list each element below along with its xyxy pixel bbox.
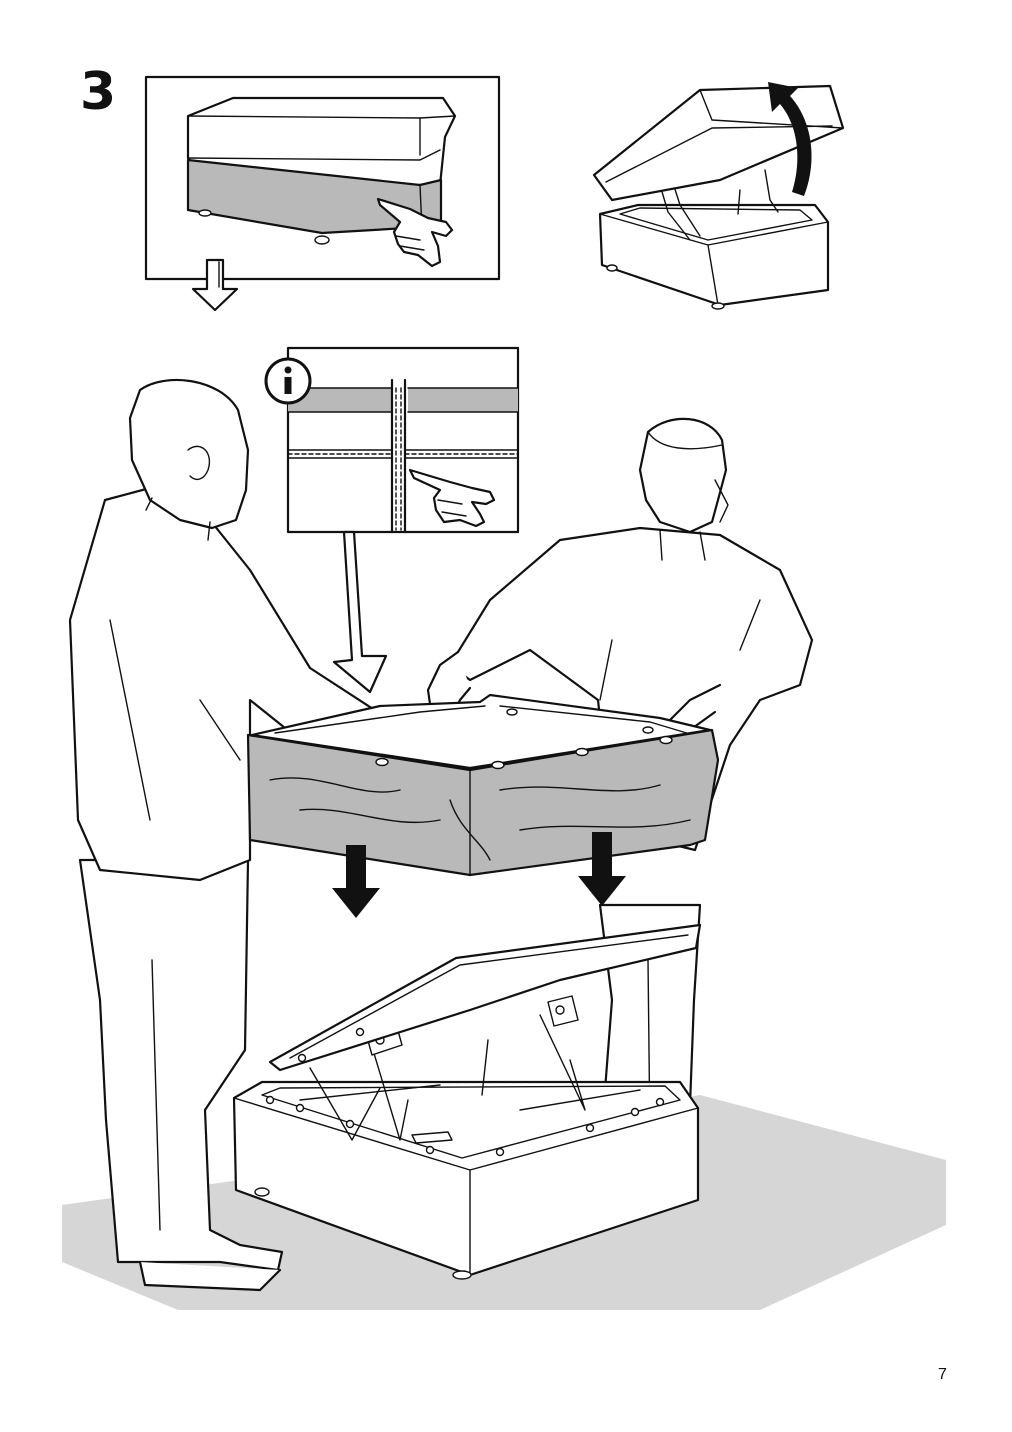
step-number: 3: [80, 62, 117, 122]
arrow-down-icon: [332, 832, 626, 918]
info-icon: [264, 357, 312, 405]
pouf-lid-open: [592, 84, 845, 310]
pouf-base-open: [232, 923, 702, 1280]
pointing-hand-icon: [376, 197, 454, 268]
curved-arrow-up-icon: [768, 82, 812, 196]
hollow-arrow-down-icon: [332, 530, 388, 694]
person-left: [68, 378, 460, 1292]
page-number: 7: [938, 1366, 947, 1383]
pointing-hand-icon: [408, 468, 496, 528]
detail-frame-pouf: [144, 75, 501, 281]
detail-frame-seam: [286, 346, 520, 534]
hollow-arrow-down-icon: [191, 258, 239, 312]
fabric-cover: [246, 693, 720, 877]
